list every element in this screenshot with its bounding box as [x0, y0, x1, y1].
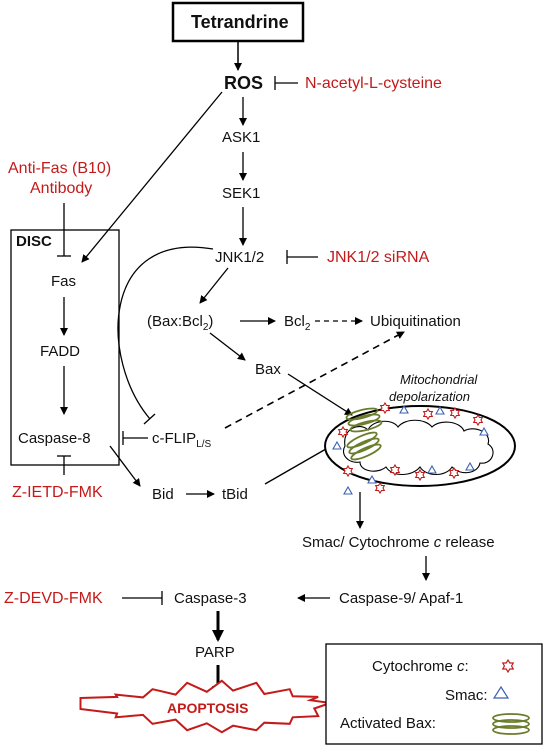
ros-label: ROS: [224, 73, 264, 93]
bax-bcl2-close: ): [208, 313, 214, 330]
smac-release-label: Smac/ Cytochrome c release: [302, 535, 495, 550]
disc-label: DISC: [16, 233, 52, 250]
legend-cytochrome-c: c: [457, 658, 465, 675]
jnk-sirna-label: JNK1/2 siRNA: [327, 249, 430, 266]
z-ietd-label: Z-IETD-FMK: [12, 484, 103, 501]
caspase8-label: Caspase-8: [18, 430, 91, 447]
smac-markers: [332, 404, 489, 495]
apoptosis-burst: [79, 679, 331, 734]
cflip-label: c-FLIPL/S: [152, 431, 211, 450]
legend-cytochrome-colon: :: [464, 658, 469, 675]
cflip-text: c-FLIP: [152, 430, 197, 447]
legend-bax-label: Activated Bax:: [340, 715, 436, 732]
ubiquitination-label: Ubiquitination: [370, 313, 461, 330]
bax-label: Bax: [255, 361, 281, 378]
fadd-label: FADD: [40, 343, 81, 360]
caspase9-label: Caspase-9/ Apaf-1: [339, 590, 464, 607]
activated-bax-coil: [345, 407, 383, 461]
bax-bcl2-subscript: 2: [202, 322, 209, 333]
legend-triangle-icon: [492, 685, 510, 699]
mito-title-label: Mitochondrial: [400, 372, 478, 387]
bax-bcl2-text: (Bax:Bcl: [147, 313, 203, 330]
smac-release-suffix: release: [441, 534, 495, 551]
bcl2-subscript: 2: [304, 322, 311, 333]
mitochondrion: [324, 405, 516, 487]
caspase3-label: Caspase-3: [174, 590, 247, 607]
parp-label: PARP: [195, 644, 235, 661]
cytochrome-c-markers: [337, 401, 484, 495]
anti-fas-antibody-label: Antibody: [30, 180, 93, 197]
z-devd-label: Z-DEVD-FMK: [4, 590, 103, 607]
anti-fas-label: Anti-Fas (B10): [8, 160, 112, 177]
smac-release-text: Smac/ Cytochrome: [302, 534, 434, 551]
fas-label: Fas: [51, 273, 77, 290]
legend-star-icon: [501, 658, 515, 674]
bax-bcl2-label: (Bax:Bcl2): [147, 314, 213, 333]
smac-release-c: c: [433, 534, 442, 551]
legend-smac-label: Smac:: [445, 687, 488, 704]
bcl2-text: Bcl: [284, 313, 305, 330]
jnk-label: JNK1/2: [215, 249, 265, 266]
legend-cytochrome-label: Cytochrome c:: [372, 659, 469, 674]
tetrandrine-box: [171, 1, 305, 43]
tbid-label: tBid: [222, 486, 248, 503]
mito-subtitle-label: depolarization: [389, 389, 470, 404]
legend-cytochrome-text: Cytochrome: [372, 658, 458, 675]
nac-label: N-acetyl-L-cysteine: [305, 75, 442, 92]
tetrandrine-label: Tetrandrine: [191, 12, 289, 32]
apoptosis-label: APOPTOSIS: [167, 700, 249, 716]
bid-label: Bid: [152, 486, 174, 503]
legend-bax-icon: [492, 713, 530, 735]
cflip-subscript: L/S: [196, 439, 212, 450]
ask1-label: ASK1: [222, 129, 261, 146]
bcl2-label: Bcl2: [284, 314, 310, 333]
sek1-label: SEK1: [222, 185, 261, 202]
